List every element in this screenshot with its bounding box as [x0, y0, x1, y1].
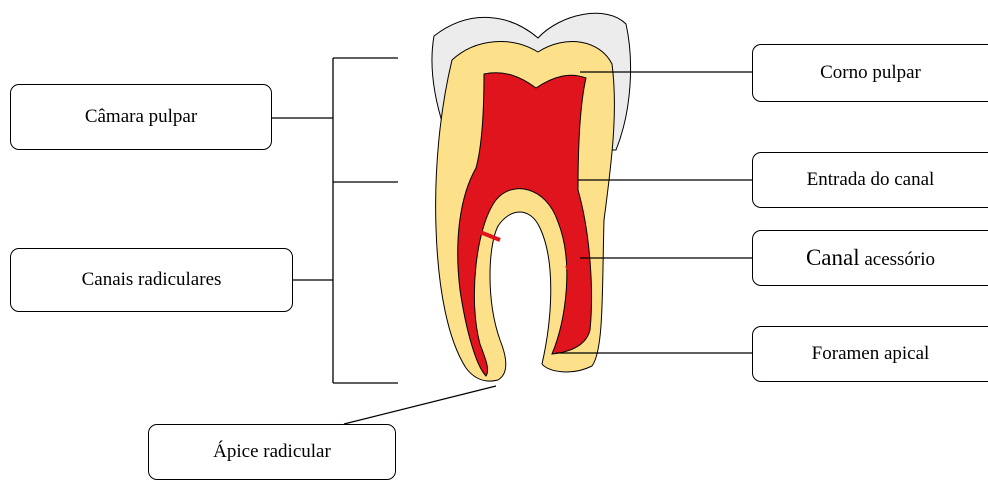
forame-apical-text: Foramen apical	[812, 343, 930, 365]
entrada-do-canal-text: Entrada do canal	[807, 169, 935, 191]
camara-pulpar-label: Câmara pulpar	[10, 84, 272, 150]
corno-pulpar-label: Corno pulpar	[752, 44, 988, 102]
canal-acessorio-text: Canal acessório	[806, 245, 935, 271]
apice-radicular-label: Ápice radicular	[148, 424, 396, 480]
forame-apical-label: Foramen apical	[752, 326, 988, 382]
canal-acessorio-label: Canal acessório	[752, 230, 988, 286]
acessorio-word: acessório	[864, 249, 935, 270]
apice-radicular-text: Ápice radicular	[213, 441, 331, 463]
apice-radicular-leader	[344, 386, 496, 424]
camara-pulpar-text: Câmara pulpar	[85, 106, 197, 128]
canal-word: Canal	[806, 245, 860, 270]
entrada-do-canal-label: Entrada do canal	[752, 152, 988, 208]
corno-pulpar-text: Corno pulpar	[820, 62, 921, 84]
canais-radiculares-text: Canais radiculares	[82, 269, 222, 291]
canais-radiculares-label: Canais radiculares	[10, 248, 293, 312]
